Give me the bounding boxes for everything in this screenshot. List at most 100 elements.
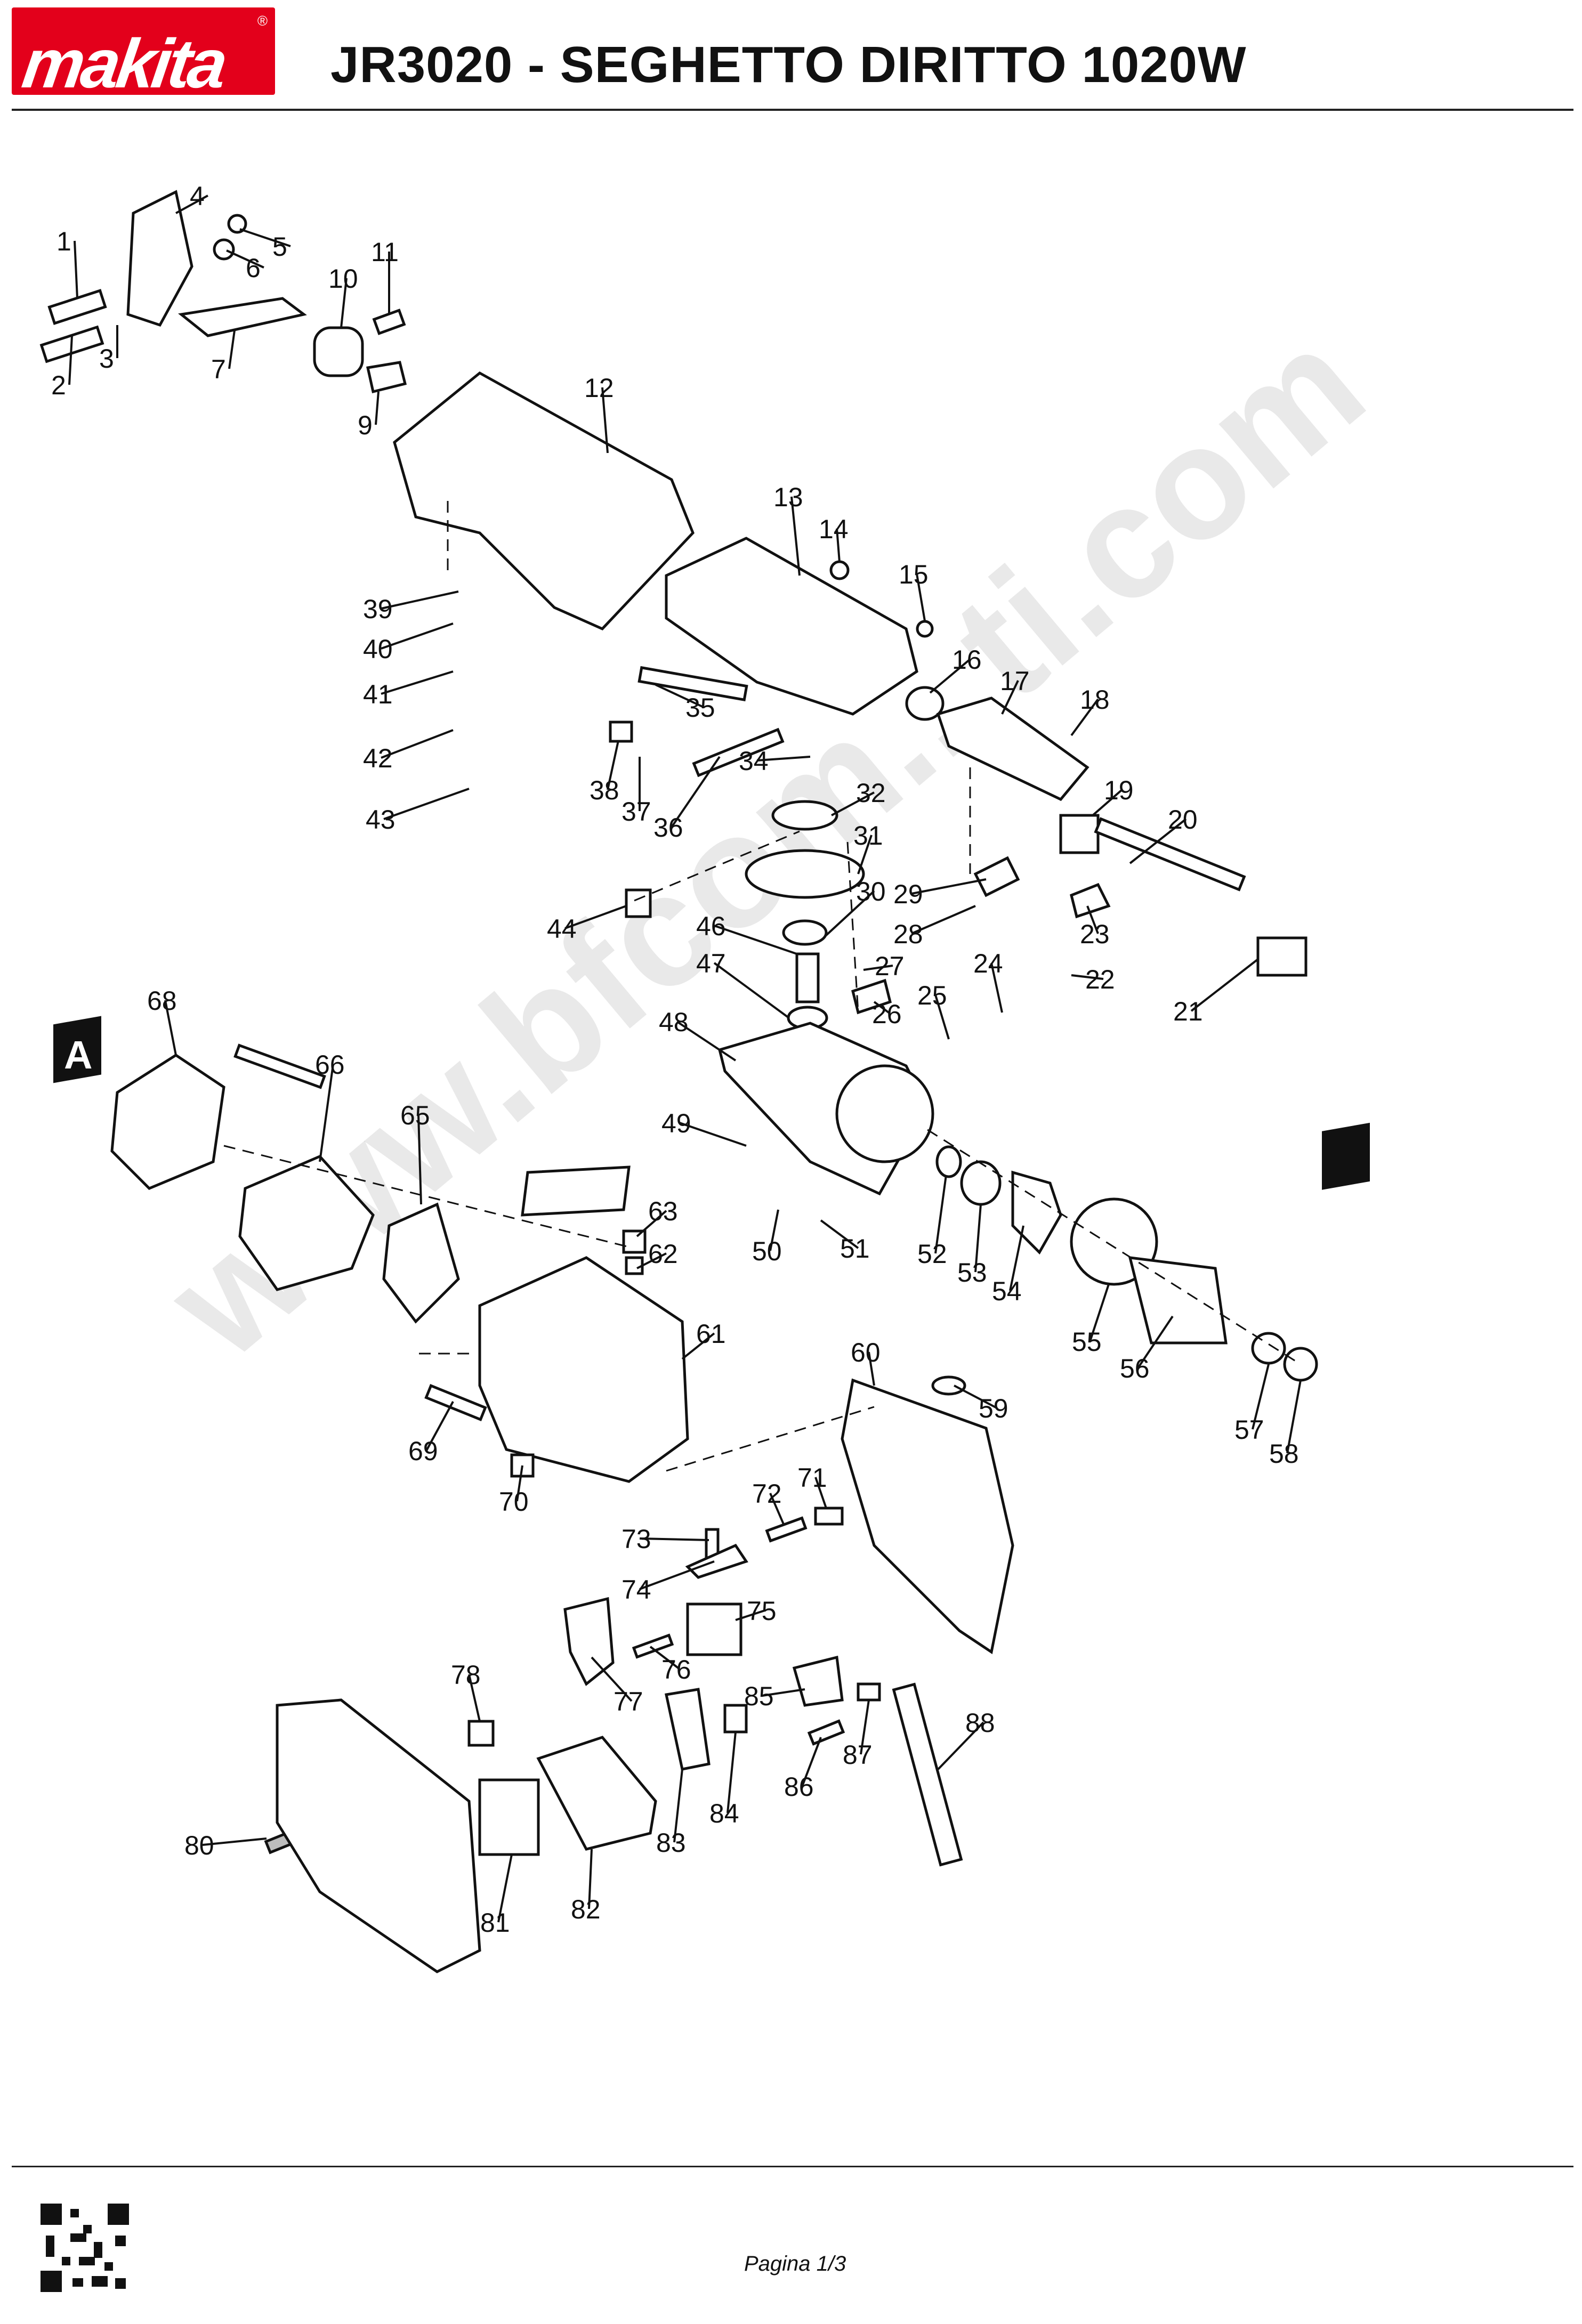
- guide-line: [927, 1129, 1301, 1365]
- part-holder-21: [1256, 936, 1307, 977]
- part-callout-11: 11: [371, 237, 399, 267]
- part-callout-27: 27: [875, 951, 905, 981]
- callout-leader: [681, 1332, 715, 1360]
- part-baffle-68: [110, 1054, 225, 1190]
- part-block-19: [1059, 814, 1100, 854]
- part-switch-75: [686, 1602, 742, 1656]
- callout-leader: [762, 1688, 805, 1697]
- part-callout-63: 63: [648, 1196, 678, 1226]
- callout-leader: [381, 590, 459, 610]
- part-callout-23: 23: [1080, 919, 1110, 949]
- part-clip-9: [366, 361, 407, 394]
- part-ring-32: [771, 800, 838, 831]
- part-plate-26: [851, 978, 892, 1015]
- callout-leader: [381, 622, 454, 650]
- callout-leader: [713, 962, 790, 1019]
- part-screw-66-bolt: [233, 1043, 326, 1089]
- part-callout-42: 42: [363, 743, 393, 773]
- part-callout-1: 1: [57, 226, 71, 256]
- part-bracket-7: [178, 297, 307, 337]
- part-ring-57: [1251, 1332, 1286, 1365]
- qr-module: [46, 2236, 54, 2257]
- part-callout-21: 21: [1173, 997, 1203, 1026]
- guide-line: [666, 1406, 875, 1472]
- part-callout-87: 87: [843, 1740, 873, 1770]
- part-bolt-1: [47, 289, 107, 325]
- callout-leader: [228, 330, 236, 369]
- part-callout-30: 30: [856, 877, 886, 906]
- callout-leader: [564, 905, 627, 929]
- part-callout-86: 86: [784, 1772, 814, 1802]
- part-callout-44: 44: [547, 914, 577, 944]
- part-callout-51: 51: [840, 1234, 870, 1264]
- part-callout-4: 4: [190, 181, 205, 211]
- part-callout-24: 24: [973, 949, 1003, 978]
- part-callout-5: 5: [272, 232, 287, 262]
- callout-leader: [381, 670, 454, 695]
- part-callout-28: 28: [893, 919, 923, 949]
- part-callout-84: 84: [709, 1799, 739, 1828]
- callout-leader: [164, 1000, 177, 1056]
- callout-leader: [911, 878, 987, 895]
- callout-leader: [756, 756, 811, 762]
- part-plate-4: [126, 190, 193, 327]
- callout-leader: [831, 791, 875, 816]
- qr-module: [115, 2236, 126, 2246]
- part-callout-58: 58: [1269, 1439, 1299, 1469]
- part-housing-12: [393, 371, 695, 631]
- part-callout-75: 75: [747, 1596, 777, 1626]
- part-callout-22: 22: [1085, 965, 1115, 994]
- part-callout-59: 59: [979, 1394, 1008, 1423]
- qr-module: [62, 2257, 70, 2265]
- part-bearing-16: [905, 686, 945, 721]
- callout-leader: [814, 1477, 827, 1509]
- callout-leader: [673, 1769, 683, 1843]
- callout-leader: [639, 1560, 715, 1590]
- part-callout-81: 81: [480, 1908, 510, 1938]
- qr-module: [115, 2278, 126, 2289]
- part-callout-47: 47: [696, 949, 726, 978]
- part-callout-78: 78: [451, 1660, 481, 1690]
- part-rod-20: [1094, 817, 1246, 892]
- part-callout-18: 18: [1080, 685, 1110, 715]
- part-nut-6: [213, 238, 235, 261]
- callout-leader: [769, 1493, 785, 1525]
- page-number: Pagina 1/3: [744, 2252, 846, 2276]
- callout-leader: [607, 740, 619, 790]
- part-callout-72: 72: [752, 1479, 782, 1509]
- part-callout-82: 82: [571, 1894, 601, 1924]
- part-plate-23: [1070, 882, 1111, 919]
- part-callout-65: 65: [400, 1100, 430, 1130]
- part-pin-72: [765, 1516, 808, 1543]
- part-callout-55: 55: [1072, 1327, 1102, 1357]
- callout-leader: [911, 905, 976, 935]
- callout-leader: [340, 278, 348, 328]
- part-callout-80: 80: [184, 1831, 214, 1860]
- qr-module: [92, 2276, 108, 2287]
- part-callout-13: 13: [773, 482, 803, 512]
- part-motor-housing-61: [478, 1256, 689, 1483]
- qr-module: [70, 2209, 79, 2217]
- qr-module: [70, 2233, 86, 2242]
- qr-module: [79, 2257, 95, 2265]
- part-bushing-44: [625, 888, 652, 918]
- callout-leader: [679, 1122, 747, 1147]
- callout-leader: [769, 1209, 779, 1251]
- part-callout-3: 3: [99, 344, 114, 374]
- callout-leader: [425, 1401, 454, 1451]
- callout-leader: [636, 1210, 667, 1237]
- part-spindle-46: [795, 952, 820, 1003]
- part-clamp-87: [857, 1682, 881, 1702]
- callout-leader: [1129, 818, 1187, 864]
- part-callout-85: 85: [744, 1681, 774, 1711]
- part-callout-57: 57: [1234, 1415, 1264, 1445]
- part-bearing-53: [960, 1160, 1002, 1206]
- part-callout-25: 25: [917, 981, 947, 1010]
- header-divider: [12, 109, 1573, 111]
- callout-leader: [836, 528, 841, 563]
- part-plug-84: [723, 1704, 748, 1734]
- callout-leader: [934, 994, 950, 1040]
- part-callouts: 1234567910111213141516171819202122232425…: [51, 181, 1299, 1938]
- callout-leader: [202, 1837, 267, 1846]
- callout-leader: [639, 1537, 709, 1541]
